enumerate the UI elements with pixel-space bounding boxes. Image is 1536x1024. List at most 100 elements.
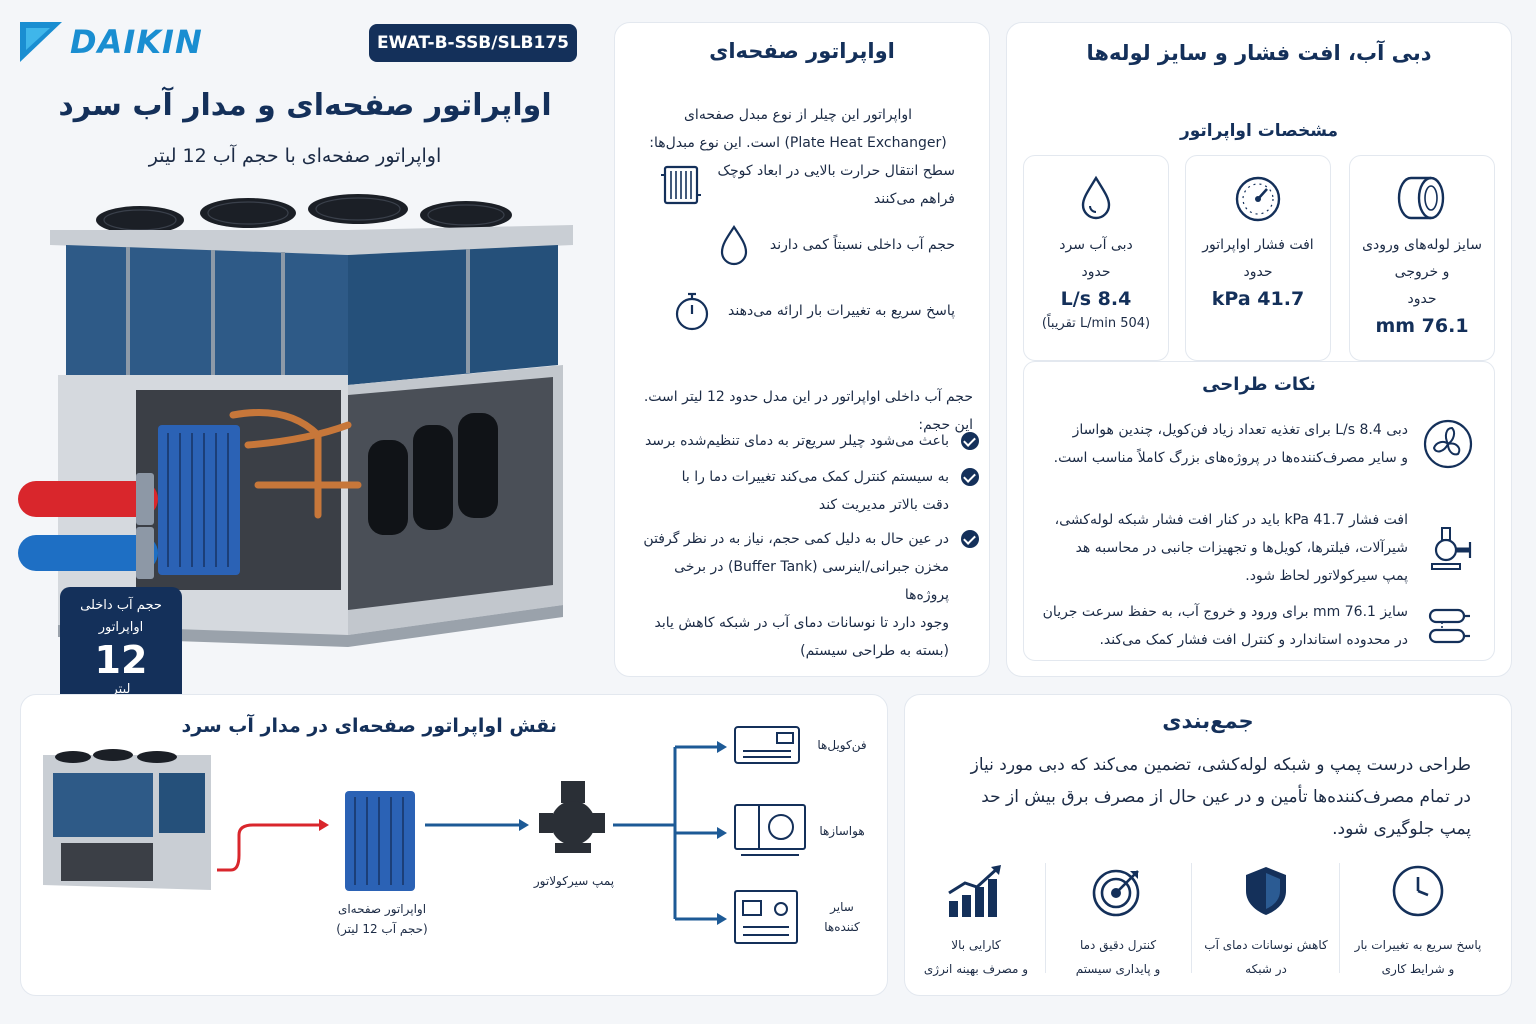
spec-card-pipe-size: سایز لوله‌های ورودی و خروجی حدود 76.1 mm (1349, 155, 1495, 361)
spec-label1: افت فشار اواپراتور (1202, 237, 1314, 253)
evaporator-intro-line2: (Plate Heat Exchanger) است. این نوع مبدل… (649, 135, 947, 151)
supply-line (217, 823, 321, 872)
model-badge: EWAT-B-SSB/SLB175 (369, 24, 577, 62)
design-notes-box: نکات طراحی دبی 8.4 L/s برای تغذیه تعداد … (1023, 361, 1495, 661)
check-icon (961, 468, 979, 486)
page-title: اواپراتور صفحه‌ای و مدار آب سرد (58, 88, 552, 123)
plate-exchanger-illustration (345, 791, 415, 891)
spec-label2: حدود (1081, 264, 1111, 280)
bullet-line1: باعث می‌شود چیلر سریع‌تر به دمای تنظیم‌ش… (644, 433, 949, 449)
spec-note: (504 L/min تقریباً) (1041, 316, 1151, 331)
bullet-line3: وجود دارد تا نوسانات دمای آب در شبکه کاه… (654, 615, 949, 631)
pump-icon (1431, 527, 1472, 570)
feature-line1: سطح انتقال حرارت بالایی در ابعاد کوچک (717, 163, 955, 179)
benefit-line1: کاهش نوسانات دمای آب (1204, 938, 1328, 952)
bullet-item: به سیستم کنترل کمک می‌کند تغییرات دما را… (629, 463, 979, 519)
clock-icon (1392, 865, 1444, 917)
benefit-line1: کنترل دقیق دما (1079, 938, 1157, 952)
consumer-label2: کننده‌ها (824, 920, 860, 934)
spec-label1: سایز لوله‌های ورودی (1362, 237, 1482, 253)
note-line1: افت فشار 41.7 kPa باید در کنار افت فشار … (1054, 512, 1408, 528)
consumer-label1: فن‌کویل‌ها (817, 738, 867, 752)
consumer-label1: سایر (830, 900, 854, 914)
design-notes-title: نکات طراحی (1202, 374, 1316, 395)
benefit-line1: پاسخ سریع به تغییرات بار (1354, 938, 1482, 952)
evaporator-card: اواپراتور صفحه‌ای اواپراتور این چیلر از … (614, 22, 990, 677)
pipe-diagram-icon (1428, 608, 1470, 644)
consumer-label-fan-coils: فن‌کویل‌ها (809, 735, 875, 755)
flow-arrow (717, 913, 727, 925)
check-icon (961, 432, 979, 450)
pipe-icon (1397, 176, 1445, 220)
evaporator-title: اواپراتور صفحه‌ای (709, 39, 895, 63)
consumer-label1: هواسازها (819, 824, 865, 838)
target-icon (1092, 869, 1140, 917)
spec-label2: حدود (1243, 264, 1273, 280)
note-line1: سایز 76.1 mm برای ورود و خروج آب، به حفظ… (1042, 604, 1408, 620)
plate-exchanger-icon (661, 165, 702, 205)
page-subtitle: اواپراتور صفحه‌ای با حجم آب 12 لیتر (148, 145, 442, 167)
stopwatch-icon (675, 292, 709, 331)
flow-arrow (717, 741, 727, 753)
evaporator-intro: اواپراتور این چیلر از نوع مبدل صفحه‌ای (… (643, 101, 953, 157)
spec-label1: دبی آب سرد (1059, 237, 1133, 253)
design-note: سایز 76.1 mm برای ورود و خروج آب، به حفظ… (1034, 598, 1474, 654)
other-consumers-icon (734, 890, 798, 944)
bullet-line2: مخزن جبرانی/اینرسی (Buffer Tank) در برخی… (674, 559, 949, 603)
benefit-item: پاسخ سریع به تغییرات بار و شرایط کاری (1347, 863, 1489, 983)
benefit-line2: در شبکه (1245, 962, 1287, 976)
benefit-item: کنترل دقیق دما و پایداری سیستم (1047, 863, 1189, 983)
divider (1045, 863, 1046, 973)
water-volume-badge: حجم آب داخلی اواپراتور 12 لیتر (60, 587, 182, 709)
summary-line3: پمپ جلوگیری شود. (1332, 819, 1471, 839)
evaporator-caption: اواپراتور صفحه‌ای (حجم آب 12 لیتر) (317, 899, 447, 939)
bullet-line1: به سیستم کنترل کمک می‌کند تغییرات دما را… (681, 469, 949, 485)
summary-title: جمع‌بندی (1162, 709, 1254, 733)
brand-logo: DAIKIN (20, 22, 203, 62)
role-title: نقش اواپراتور صفحه‌ای در مدار آب سرد (181, 715, 557, 737)
flow-arrow (717, 827, 727, 839)
benefit-line2: و شرایط کاری (1381, 962, 1455, 976)
note-line3: پمپ سیرکولاتور لحاظ شود. (1245, 568, 1408, 584)
brand-name: DAIKIN (70, 23, 203, 61)
water-drop-icon (1081, 175, 1111, 220)
consumer-label-others: سایر کننده‌ها (809, 897, 875, 937)
design-note: دبی 8.4 L/s برای تغذیه تعداد زیاد فن‌کوی… (1034, 416, 1474, 472)
bullet-item: در عین حال به دلیل کمی حجم، نیاز به در ن… (629, 525, 979, 665)
evaporator-paragraph: حجم آب داخلی اواپراتور در این مدل حدود 1… (628, 383, 973, 439)
chiller-illustration (18, 194, 573, 647)
design-note: افت فشار 41.7 kPa باید در کنار افت فشار … (1034, 506, 1474, 590)
note-line1: دبی 8.4 L/s برای تغذیه تعداد زیاد فن‌کوی… (1072, 422, 1408, 438)
divider (1191, 863, 1192, 973)
pump-caption: پمپ سیرکولاتور (533, 874, 615, 888)
supply-arrow (319, 819, 329, 831)
bullet-line2: دقت بالاتر مدیریت کند (818, 497, 949, 513)
feature-line1: پاسخ سریع به تغییرات بار ارائه می‌دهند (728, 303, 955, 319)
flow-arrow (519, 819, 529, 831)
fan-coil-icon (734, 726, 800, 764)
role-card: نقش اواپراتور صفحه‌ای در مدار آب سرد اوا… (20, 694, 888, 996)
daikin-logo-icon (20, 22, 62, 62)
summary-card: جمع‌بندی طراحی درست پمپ و شبکه لوله‌کشی،… (904, 694, 1512, 996)
water-drop-icon (720, 225, 748, 266)
pressure-gauge-icon (1235, 176, 1281, 222)
benefit-line2: و پایداری سیستم (1075, 962, 1161, 976)
consumer-label-air-handlers: هواسازها (809, 821, 875, 841)
benefit-item: کاهش نوسانات دمای آب در شبکه (1195, 863, 1337, 983)
summary-line2: در تمام مصرف‌کننده‌ها تأمین و در عین حال… (981, 787, 1471, 807)
pump-illustration (539, 781, 605, 853)
growth-chart-icon (948, 865, 1001, 917)
volume-label-line2: اواپراتور (98, 620, 144, 635)
evaporator-caption-line2: (حجم آب 12 لیتر) (336, 922, 428, 936)
shield-icon (1246, 867, 1286, 915)
spec-value: 8.4 L/s (1060, 288, 1132, 310)
volume-unit: لیتر (111, 682, 131, 697)
spec-label3: حدود (1407, 291, 1437, 307)
evaporator-caption-line1: اواپراتور صفحه‌ای (337, 902, 427, 916)
feature-line2: فراهم می‌کنند (873, 191, 955, 207)
feature-line1: حجم آب داخلی نسبتاً کمی دارند (769, 237, 955, 253)
flow-card: دبی آب، افت فشار و سایز لوله‌ها مشخصات ا… (1006, 22, 1512, 677)
bullet-line4: (بسته به طراحی سیستم) (800, 643, 949, 659)
air-handler-icon (734, 804, 806, 856)
flow-title: دبی آب، افت فشار و سایز لوله‌ها (1086, 41, 1432, 65)
